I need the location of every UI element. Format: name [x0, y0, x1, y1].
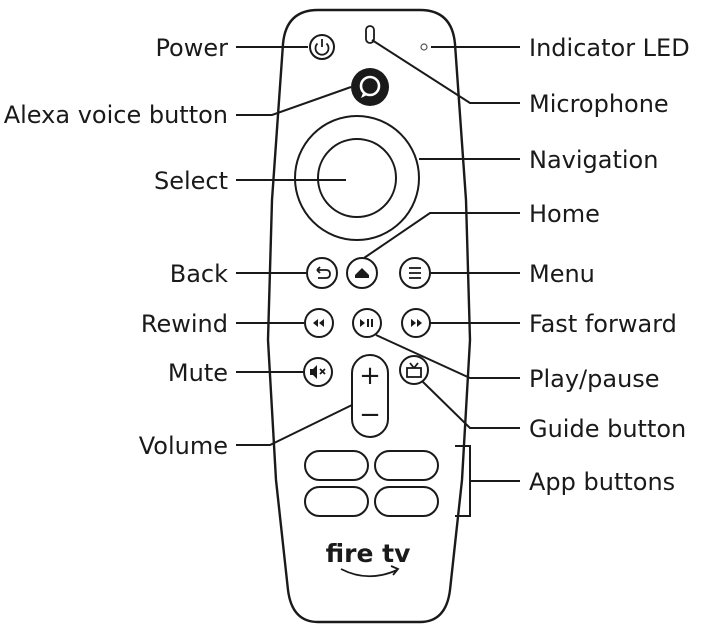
label-home: Home	[529, 200, 600, 228]
label-volume: Volume	[139, 432, 228, 460]
volume-plus: +	[359, 361, 381, 391]
volume-minus: −	[359, 400, 381, 430]
play-pause-button[interactable]	[352, 308, 382, 338]
app-button-2[interactable]	[374, 450, 439, 481]
brand-smile	[340, 568, 398, 578]
label-microphone: Microphone	[529, 90, 669, 118]
tv-guide-icon	[406, 362, 422, 378]
fire-tv-logo: fire tv	[326, 539, 411, 578]
rewind-icon	[313, 319, 324, 327]
alexa-voice-button[interactable]	[351, 68, 389, 106]
play-pause-icon	[360, 319, 373, 327]
app-button-4[interactable]	[374, 486, 439, 517]
fast-forward-button[interactable]	[401, 308, 431, 338]
label-fast-forward: Fast forward	[529, 310, 677, 338]
microphone-slot	[365, 25, 375, 44]
mute-icon	[310, 365, 326, 379]
rewind-button[interactable]	[304, 308, 334, 338]
menu-button[interactable]	[399, 257, 431, 289]
label-navigation: Navigation	[529, 146, 658, 174]
label-menu: Menu	[529, 260, 595, 288]
fast-forward-icon	[411, 319, 422, 327]
home-icon	[355, 268, 369, 278]
label-play-pause: Play/pause	[529, 365, 660, 393]
label-alexa-voice-button: Alexa voice button	[4, 101, 228, 129]
power-icon	[314, 39, 330, 56]
label-mute: Mute	[168, 359, 228, 387]
label-power: Power	[155, 34, 228, 62]
right-leader-lines	[363, 39, 520, 517]
label-select: Select	[154, 167, 228, 195]
indicator-led	[420, 43, 428, 51]
guide-button[interactable]	[399, 355, 429, 385]
mute-button[interactable]	[303, 357, 333, 387]
menu-icon	[409, 267, 421, 279]
app-button-3[interactable]	[304, 486, 369, 517]
brand-logo-text: fire tv	[326, 539, 411, 568]
alexa-icon	[359, 75, 381, 98]
label-guide-button: Guide button	[529, 415, 686, 443]
volume-rocker[interactable]: + −	[351, 354, 389, 438]
label-rewind: Rewind	[141, 310, 228, 338]
select-button[interactable]	[317, 138, 397, 218]
back-arrow-icon	[316, 266, 331, 279]
left-leader-lines	[236, 46, 353, 446]
power-button[interactable]	[309, 34, 335, 60]
back-button[interactable]	[306, 257, 338, 289]
label-back: Back	[170, 260, 228, 288]
home-button[interactable]	[346, 257, 378, 289]
label-indicator-led: Indicator LED	[529, 34, 690, 62]
label-app-buttons: App buttons	[529, 468, 675, 496]
app-button-1[interactable]	[304, 450, 369, 481]
